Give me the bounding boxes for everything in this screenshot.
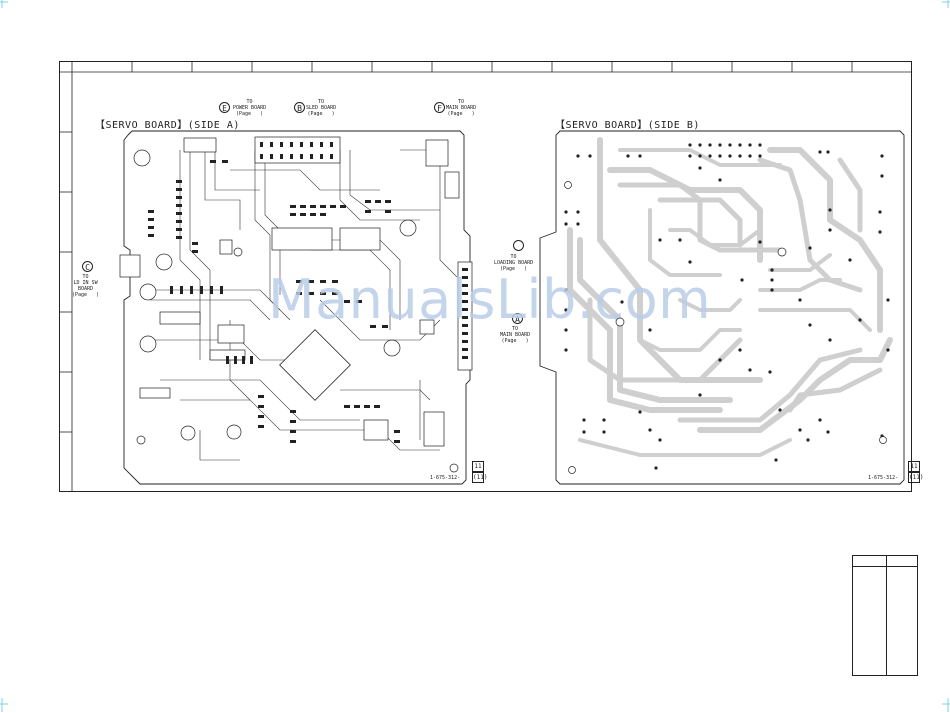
index-table-column-rule [886, 556, 887, 675]
connector-e-marker: E [219, 102, 230, 113]
connector-c-label: TO LD IN SW BOARD (Page ) [72, 274, 99, 298]
side-b-sheet-mark-top: 11 [908, 461, 920, 472]
side-a-part-number: 1-675-312- [430, 475, 460, 481]
watermark-text: ManualsLib.com [268, 268, 711, 331]
side-b-title: 【SERVO BOARD】(SIDE B) [555, 116, 700, 131]
side-a-title: 【SERVO BOARD】(SIDE A) [95, 116, 240, 131]
connector-f-marker: F [434, 102, 445, 113]
connector-e-label: TO POWER BOARD (Page ) [233, 99, 266, 117]
connector-f-label: TO MAIN BOARD (Page ) [446, 99, 476, 117]
side-a-main-ic [280, 330, 351, 401]
index-table [852, 555, 918, 676]
index-table-header-rule [853, 566, 917, 567]
side-b-part-number: 1-675-312- [868, 475, 898, 481]
side-b-sheet-mark-bottom: (11) [908, 472, 920, 483]
connector-b-marker: B [294, 102, 305, 113]
connector-c-marker: C [82, 261, 93, 272]
side-a-sheet-mark-top: 11 [472, 461, 484, 472]
side-a-sheet-mark-bottom: (11) [472, 472, 484, 483]
connector-loading-marker [513, 240, 524, 251]
connector-b-label: TO SLED BOARD (Page ) [306, 99, 336, 117]
